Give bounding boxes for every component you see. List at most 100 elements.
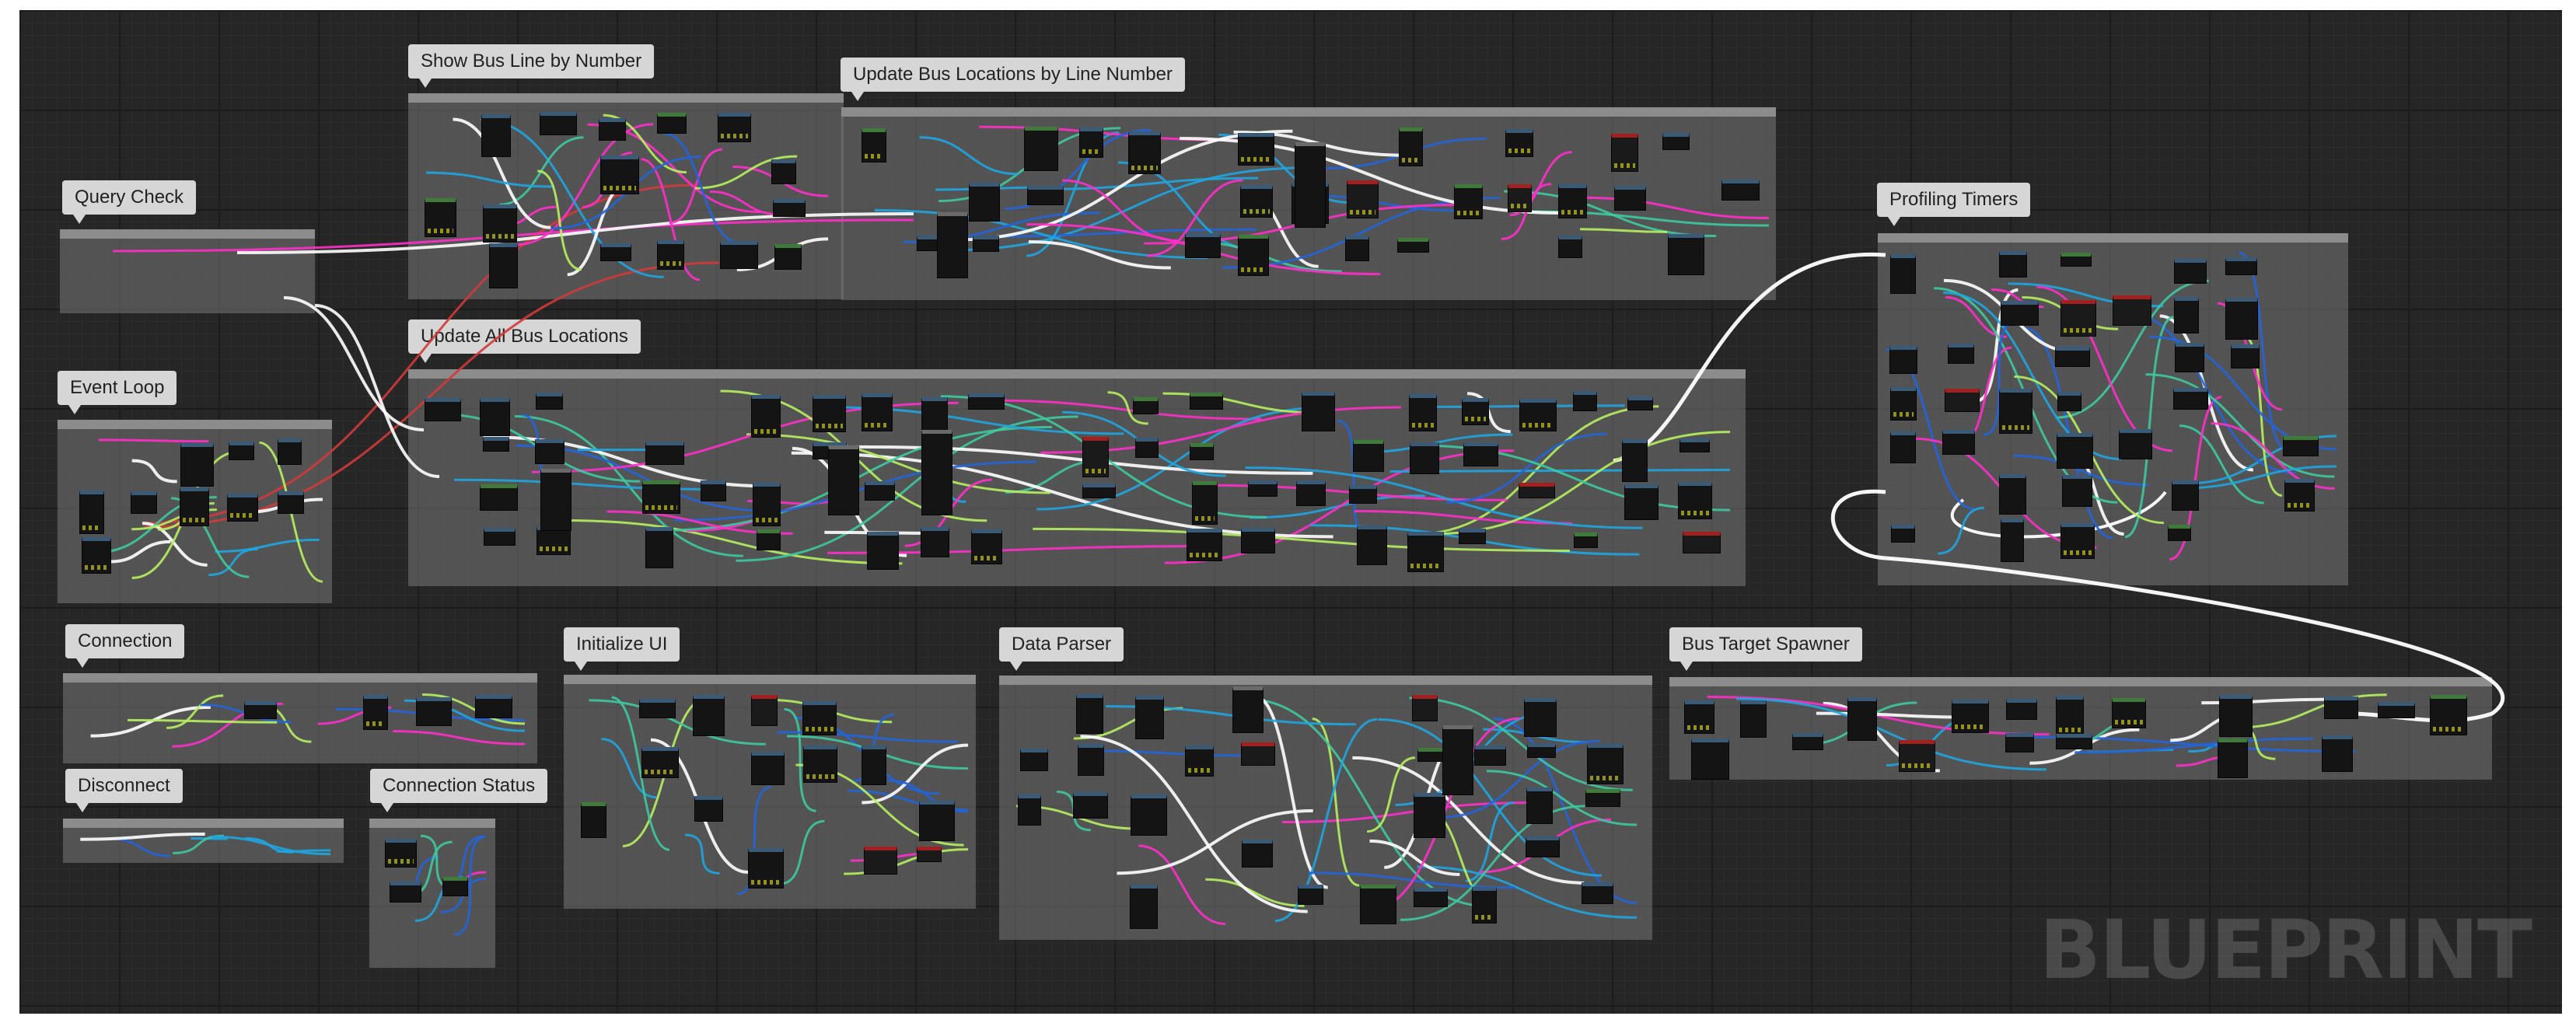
function-node[interactable] bbox=[1189, 392, 1223, 410]
function-node[interactable] bbox=[389, 881, 421, 903]
function-node[interactable] bbox=[645, 441, 685, 465]
event-node[interactable] bbox=[863, 846, 897, 875]
function-node[interactable] bbox=[2000, 518, 2024, 562]
function-node[interactable] bbox=[81, 537, 111, 574]
function-node[interactable] bbox=[1135, 696, 1165, 740]
function-node[interactable] bbox=[1463, 442, 1499, 466]
function-node[interactable] bbox=[1889, 431, 1916, 464]
comment-label-disconnect[interactable]: Disconnect bbox=[65, 769, 183, 812]
function-node[interactable] bbox=[1627, 396, 1654, 411]
function-node[interactable] bbox=[866, 532, 899, 571]
function-node[interactable] bbox=[277, 438, 302, 466]
event-node[interactable] bbox=[1899, 739, 1936, 772]
function-node[interactable] bbox=[1130, 794, 1167, 836]
function-node[interactable] bbox=[484, 527, 516, 546]
function-node[interactable] bbox=[425, 397, 462, 421]
comment-label-profiling-timers[interactable]: Profiling Timers bbox=[1877, 183, 2031, 226]
function-node[interactable] bbox=[1889, 254, 1916, 295]
function-node[interactable] bbox=[2168, 525, 2192, 542]
function-node[interactable] bbox=[1352, 439, 1384, 472]
function-node[interactable] bbox=[1587, 744, 1624, 785]
function-node[interactable] bbox=[2060, 252, 2092, 267]
function-node[interactable] bbox=[1677, 481, 1712, 519]
function-node[interactable] bbox=[536, 392, 564, 410]
event-node[interactable] bbox=[1518, 482, 1555, 498]
function-node[interactable] bbox=[773, 198, 806, 217]
function-node[interactable] bbox=[1241, 527, 1276, 553]
event-node[interactable] bbox=[1411, 695, 1438, 722]
event-node[interactable] bbox=[1682, 531, 1721, 553]
comment-label-bus-target-spawner[interactable]: Bus Target Spawner bbox=[1669, 627, 1862, 671]
function-node[interactable] bbox=[79, 490, 104, 534]
comment-label-data-parser[interactable]: Data Parser bbox=[999, 627, 1124, 671]
function-node[interactable] bbox=[753, 482, 781, 526]
comment-label-connection-status[interactable]: Connection Status bbox=[370, 769, 548, 812]
function-node[interactable] bbox=[2175, 342, 2205, 372]
macro-node[interactable] bbox=[1295, 142, 1326, 228]
function-node[interactable] bbox=[2173, 297, 2199, 334]
function-node[interactable] bbox=[1558, 236, 1583, 259]
event-node[interactable] bbox=[1944, 388, 1980, 412]
function-node[interactable] bbox=[2060, 523, 2095, 560]
function-node[interactable] bbox=[488, 243, 518, 289]
function-node[interactable] bbox=[1407, 532, 1444, 573]
function-node[interactable] bbox=[1079, 127, 1104, 158]
function-node[interactable] bbox=[1073, 792, 1109, 819]
function-node[interactable] bbox=[1459, 528, 1487, 544]
macro-node[interactable] bbox=[1232, 686, 1264, 733]
function-node[interactable] bbox=[921, 526, 950, 557]
function-node[interactable] bbox=[1241, 839, 1273, 868]
function-node[interactable] bbox=[131, 491, 158, 515]
function-node[interactable] bbox=[2062, 474, 2093, 507]
function-node[interactable] bbox=[480, 484, 519, 511]
function-node[interactable] bbox=[1409, 393, 1438, 431]
function-node[interactable] bbox=[581, 801, 607, 838]
function-node[interactable] bbox=[771, 159, 797, 184]
event-node[interactable] bbox=[750, 694, 778, 726]
function-node[interactable] bbox=[861, 745, 886, 785]
function-node[interactable] bbox=[442, 876, 468, 896]
function-node[interactable] bbox=[2056, 433, 2093, 470]
function-node[interactable] bbox=[1344, 236, 1369, 262]
function-node[interactable] bbox=[747, 847, 784, 889]
function-node[interactable] bbox=[483, 204, 518, 243]
function-node[interactable] bbox=[1019, 748, 1048, 771]
function-node[interactable] bbox=[1574, 532, 1599, 549]
function-node[interactable] bbox=[1076, 694, 1104, 735]
function-node[interactable] bbox=[2429, 694, 2467, 735]
function-node[interactable] bbox=[1524, 698, 1557, 738]
function-node[interactable] bbox=[227, 493, 259, 522]
function-node[interactable] bbox=[2172, 387, 2208, 410]
function-node[interactable] bbox=[1683, 700, 1714, 735]
function-node[interactable] bbox=[600, 243, 632, 262]
comment-label-connection[interactable]: Connection bbox=[65, 624, 185, 668]
function-node[interactable] bbox=[1999, 388, 2033, 434]
comment-label-initialize-ui[interactable]: Initialize UI bbox=[564, 627, 680, 671]
function-node[interactable] bbox=[968, 393, 1005, 410]
function-node[interactable] bbox=[2219, 695, 2253, 738]
function-node[interactable] bbox=[865, 481, 896, 501]
function-node[interactable] bbox=[1998, 474, 2026, 515]
event-node[interactable] bbox=[1346, 180, 1379, 219]
function-node[interactable] bbox=[1186, 528, 1222, 561]
function-node[interactable] bbox=[861, 393, 893, 432]
function-node[interactable] bbox=[969, 182, 1001, 222]
function-node[interactable] bbox=[639, 699, 676, 719]
function-node[interactable] bbox=[751, 395, 781, 438]
event-node[interactable] bbox=[1241, 742, 1276, 766]
function-node[interactable] bbox=[972, 235, 999, 252]
function-node[interactable] bbox=[1134, 437, 1159, 458]
function-node[interactable] bbox=[479, 398, 510, 437]
function-node[interactable] bbox=[918, 800, 955, 841]
function-node[interactable] bbox=[2231, 344, 2260, 368]
function-node[interactable] bbox=[802, 700, 837, 735]
function-node[interactable] bbox=[2057, 391, 2081, 411]
function-node[interactable] bbox=[1999, 251, 2028, 278]
event-node[interactable] bbox=[1082, 437, 1109, 478]
function-node[interactable] bbox=[803, 745, 838, 783]
function-node[interactable] bbox=[862, 127, 887, 162]
function-node[interactable] bbox=[1624, 484, 1658, 521]
function-node[interactable] bbox=[1472, 886, 1498, 924]
event-node[interactable] bbox=[1610, 134, 1638, 173]
function-node[interactable] bbox=[1527, 742, 1557, 758]
